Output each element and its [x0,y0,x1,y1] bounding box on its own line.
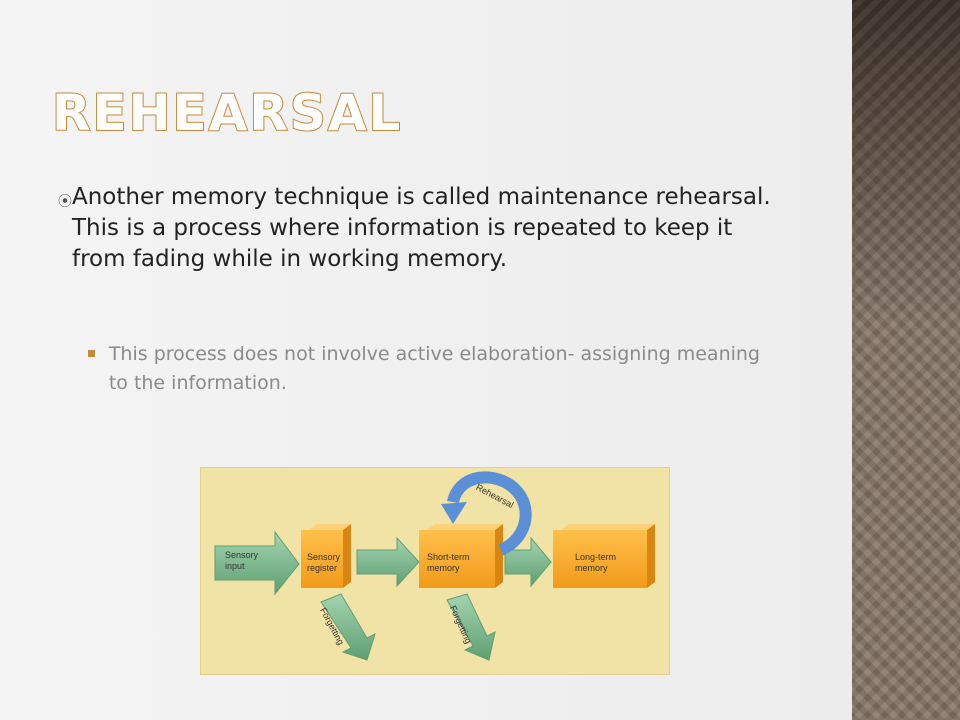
transfer-arrow-2 [504,536,552,588]
transfer-arrow-1 [356,536,420,588]
short-term-box [419,524,503,588]
diagram-graphics [214,471,655,661]
bullet-text-1: Another memory technique is called maint… [72,184,771,272]
long-term-box [553,524,655,588]
forgetting-arrow-2 [446,593,496,661]
label-sensory-input: Sensory input [225,550,259,571]
sub-bullet-item-1: This process does not involve active ela… [88,340,778,398]
sub-bullet-text-1: This process does not involve active ela… [108,343,760,394]
slide-title: Rehearsal [51,84,403,142]
circled-dot-icon: ⦿ [58,194,72,210]
rehearsal-loop-arrow [447,471,532,556]
bullet-item-1: ⦿ Another memory technique is called mai… [58,182,778,275]
memory-model-diagram: Sensory input Sensory register Short-ter… [200,467,670,675]
sensory-input-arrow [214,530,300,596]
sensory-register-box [301,524,351,588]
label-short-term: Short-term memory [427,552,470,573]
label-long-term: Long-term memory [575,552,617,573]
square-bullet-icon [88,340,109,357]
forgetting-arrow-1 [320,593,376,661]
decorative-side-panel [852,0,960,720]
label-sensory-register: Sensory register [307,552,341,573]
